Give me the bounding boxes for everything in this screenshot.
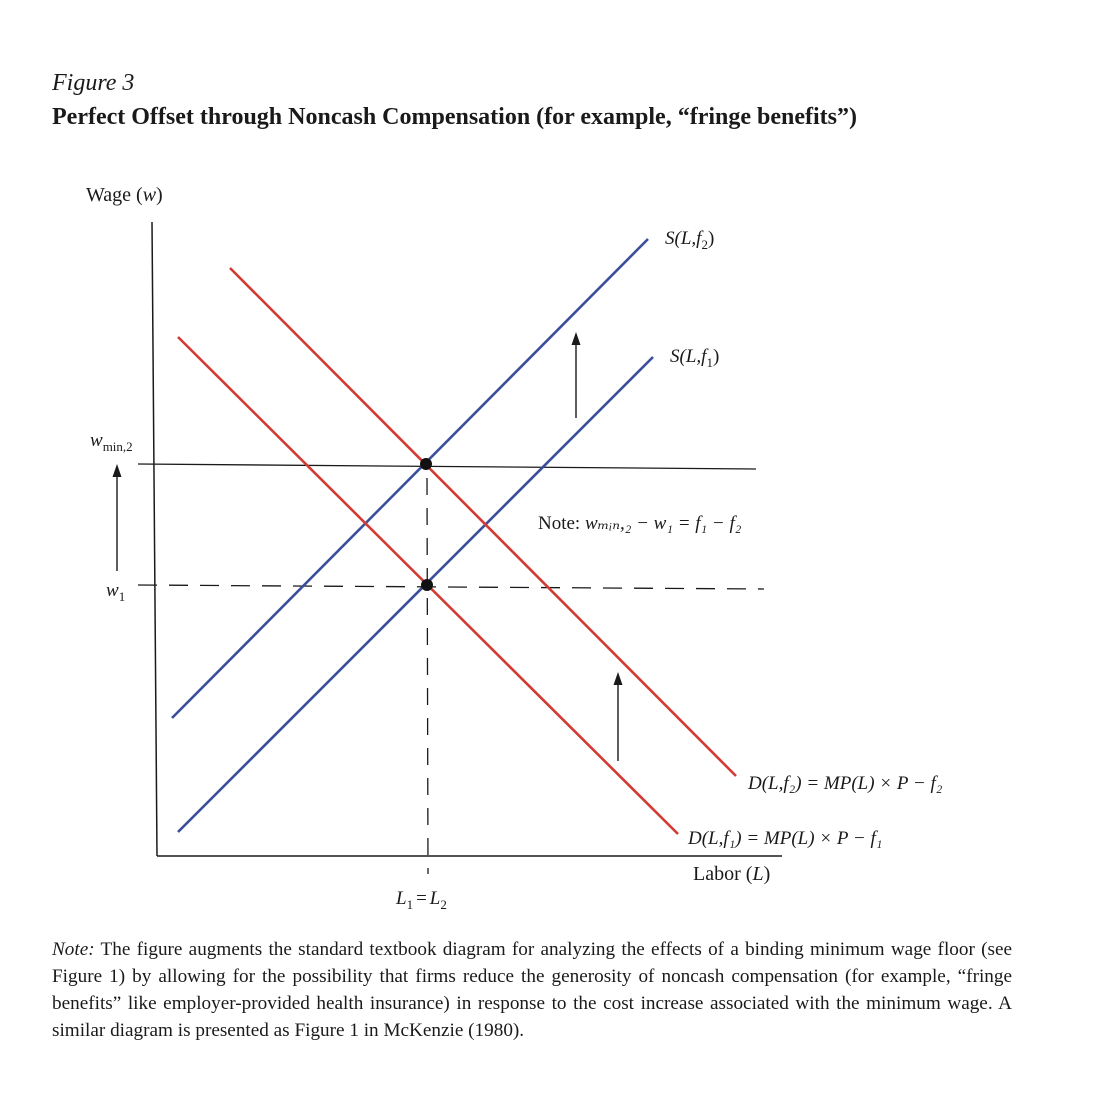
supply-f1-label: S(L,f1) <box>670 346 719 370</box>
note-text: The figure augments the standard textboo… <box>52 939 1012 1041</box>
note-label: Note: <box>52 939 95 960</box>
demand-f1-label: D(L,f₁) = MP(L) × P − f₁ <box>687 828 882 849</box>
y-axis <box>151 221 158 857</box>
y-axis-label: Wage (w) <box>86 184 163 206</box>
xtick-l1-l2: L1=L2 <box>395 888 447 912</box>
figure-note: Note: The figure augments the standard t… <box>52 936 1012 1044</box>
min-wage-line <box>137 463 757 470</box>
supply-curve-f1 <box>177 356 654 833</box>
supply-f2-label: S(L,f2) <box>665 228 714 252</box>
supply-shift-arrow <box>571 332 581 418</box>
ytick-w1: w1 <box>106 580 125 604</box>
demand-f2-label: D(L,f₂) = MP(L) × P − f₂ <box>747 773 943 794</box>
labor-market-diagram: Wage (w) Labor (L) wmin,2 w1 L1=L2 S( <box>86 184 943 912</box>
demand-curve-f2 <box>229 267 737 777</box>
figure-label: Figure 3 <box>52 70 135 96</box>
ytick-wmin2: wmin,2 <box>90 430 133 454</box>
equilibrium-point-1 <box>421 579 433 591</box>
l-dashed-line <box>426 477 429 875</box>
x-axis-label: Labor (L) <box>693 863 770 885</box>
w1-dashed-line <box>137 584 765 590</box>
supply-curve-f2 <box>171 238 649 719</box>
figure-title: Perfect Offset through Noncash Compensat… <box>52 104 857 130</box>
equilibrium-point-2 <box>420 458 432 470</box>
equation-annotation: Note: wₘᵢₙ,₂ − w₁ = f₁ − f₂ <box>538 513 742 534</box>
wage-shift-arrow <box>112 464 122 571</box>
demand-shift-arrow <box>613 672 623 761</box>
